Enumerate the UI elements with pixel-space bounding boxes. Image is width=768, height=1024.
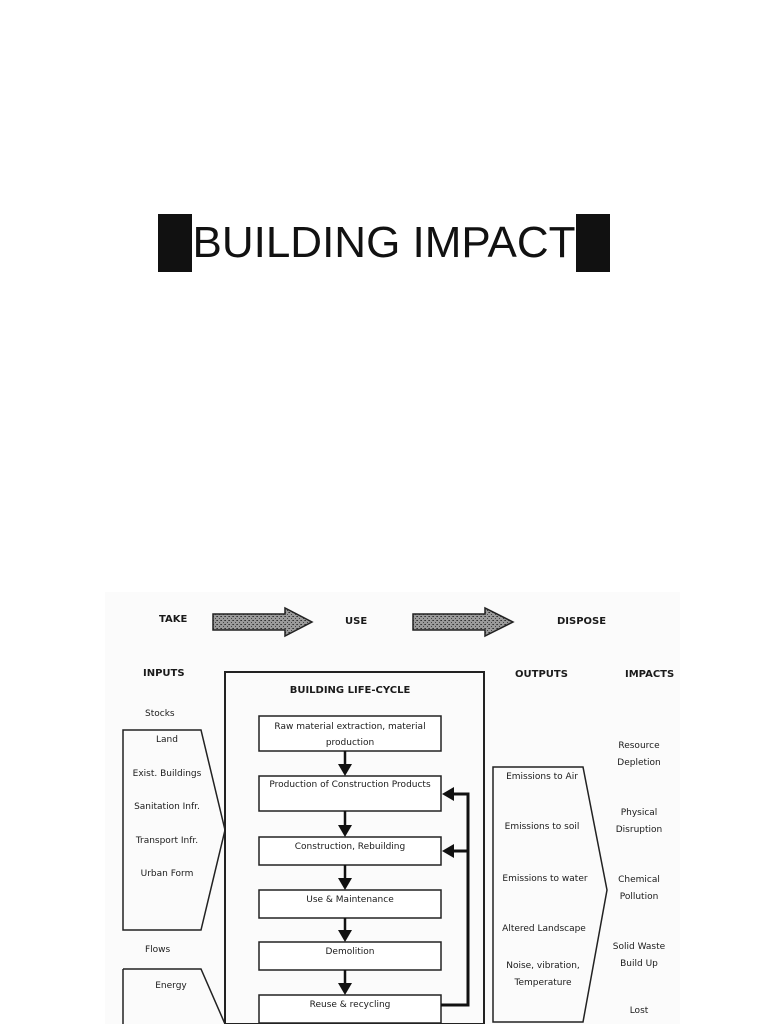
impact-resource-depletion: Resource Depletion <box>617 741 661 768</box>
dispose-label: DISPOSE <box>557 616 607 627</box>
take-use-arrow <box>212 606 314 638</box>
lifecycle-boxes <box>258 715 442 1024</box>
stocks-bracket <box>122 729 226 931</box>
output-water: Emissions to water <box>502 874 588 884</box>
input-existing-buildings: Exist. Buildings <box>132 769 202 779</box>
input-sanitation: Sanitation Infr. <box>134 802 200 812</box>
step-use-maintenance: Use & Maintenance <box>306 895 394 905</box>
impact-solid-waste: Solid Waste Build Up <box>612 942 666 969</box>
step-box-1 <box>258 715 442 752</box>
impact-physical-disruption: Physical Disruption <box>615 808 663 835</box>
outputs-header: OUTPUTS <box>515 669 568 680</box>
flows-bracket <box>122 968 226 1024</box>
output-air: Emissions to Air <box>506 772 578 782</box>
flows-label: Flows <box>145 945 171 955</box>
impacts-header: IMPACTS <box>625 669 675 680</box>
page-title-block: BUILDING IMPACT <box>0 213 768 273</box>
recycling-loop <box>441 792 470 1007</box>
input-urban-form: Urban Form <box>140 869 194 879</box>
inputs-header: INPUTS <box>143 668 185 679</box>
step-construction: Construction, Rebuilding <box>294 842 406 852</box>
building-lifecycle-diagram: TAKE USE DISPOSE INPUTS BUILDING LIFE-CY… <box>105 592 680 1024</box>
input-transport: Transport Infr. <box>135 836 199 846</box>
use-label: USE <box>345 616 368 627</box>
title-right-bar <box>575 214 610 272</box>
step-box-6 <box>258 994 442 1024</box>
impact-chemical-pollution: Chemical Pollution <box>618 875 660 902</box>
input-energy: Energy <box>155 981 187 991</box>
impact-lost: Lost <box>629 1006 649 1016</box>
step-box-2 <box>258 775 442 812</box>
step-box-5 <box>258 941 442 971</box>
diagram-lines <box>122 606 608 1024</box>
step-production: Production of Construction Products <box>269 780 431 790</box>
input-land: Land <box>156 735 178 745</box>
output-soil: Emissions to soil <box>504 822 580 832</box>
step-demolition: Demolition <box>325 947 375 957</box>
title-left-bar <box>158 214 193 272</box>
take-label: TAKE <box>159 614 188 625</box>
recycling-loop-heads <box>442 787 454 858</box>
down-arrows <box>338 751 352 995</box>
step-box-4 <box>258 889 442 919</box>
output-noise: Noise, vibration, Temperature <box>506 961 580 988</box>
step-raw-material: Raw material extraction, material produc… <box>274 722 426 748</box>
stocks-label: Stocks <box>145 709 175 719</box>
step-box-3 <box>258 836 442 866</box>
outputs-bracket <box>492 766 608 1023</box>
lifecycle-frame <box>224 671 485 1024</box>
use-dispose-arrow <box>412 606 515 638</box>
page-title: BUILDING IMPACT <box>192 218 576 267</box>
lifecycle-header: BUILDING LIFE-CYCLE <box>289 685 411 696</box>
output-landscape: Altered Landscape <box>502 924 586 934</box>
step-reuse-recycling: Reuse & recycling <box>309 1000 391 1010</box>
